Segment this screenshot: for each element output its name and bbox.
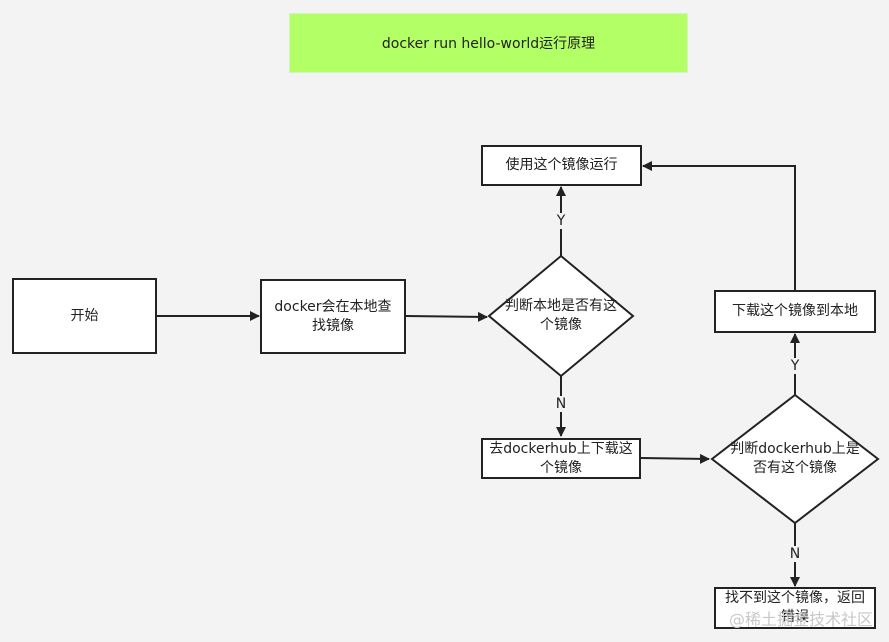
decision-local-label: 判断本地是否有这个镜像 [501, 296, 621, 336]
decision-local-text: 判断本地是否有这个镜像 [505, 298, 617, 333]
node-search-local-label: docker会在本地查找镜像 [274, 298, 392, 334]
node-download-local: 下载这个镜像到本地 [714, 290, 876, 333]
decision-hub-label: 判断dockerhub上是否有这个镜像 [726, 439, 864, 479]
edge-download-hub-to-check-hub [640, 453, 710, 464]
edge-label-yes-local: Y [553, 213, 569, 229]
node-run-image-label: 使用这个镜像运行 [505, 157, 618, 173]
edge-search-to-check [405, 311, 488, 322]
node-not-found: 找不到这个镜像，返回错误 [714, 587, 876, 629]
edge-label-no-hub: N [787, 546, 803, 562]
node-download-hub-label: 去dockerhub上下载这个镜像 [489, 440, 633, 476]
edge-label-yes-hub: Y [787, 358, 803, 374]
node-download-hub: 去dockerhub上下载这个镜像 [481, 438, 641, 479]
node-search-local: docker会在本地查找镜像 [260, 279, 406, 354]
node-download-local-label: 下载这个镜像到本地 [732, 303, 858, 319]
watermark: @稀土掘金技术社区 [728, 610, 873, 629]
edge-label-no-local: N [553, 396, 569, 412]
diagram-title: docker run hello-world运行原理 [289, 13, 688, 73]
node-run-image: 使用这个镜像运行 [481, 145, 642, 186]
node-not-found-label: 找不到这个镜像，返回错误 [725, 590, 865, 625]
node-start: 开始 [12, 278, 157, 354]
decision-hub-text: 判断dockerhub上是否有这个镜像 [730, 441, 860, 476]
node-start-label: 开始 [70, 307, 99, 324]
edge-download-local-to-run [642, 161, 796, 290]
